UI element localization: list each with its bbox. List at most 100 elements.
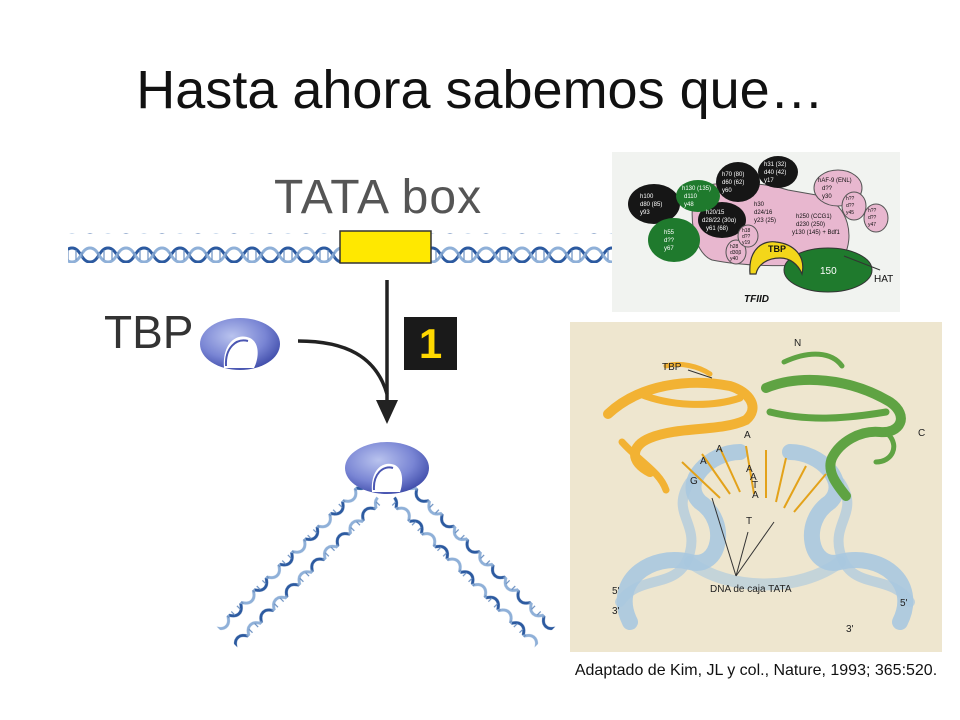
citation-text: Adaptado de Kim, JL y col., Nature, 1993…	[574, 662, 938, 679]
base-letter-1: A	[744, 430, 751, 441]
tfiid-tbp-saddle-icon	[749, 241, 804, 277]
base-letter-3: A	[700, 456, 707, 467]
base-letter-6: A	[750, 472, 757, 483]
small1-line-3: y40	[730, 256, 738, 262]
blob1-line-2: d80 (85)	[640, 202, 662, 208]
tfiid-title: TFIID	[744, 294, 769, 305]
svg-text:h18 d?? y19: h18 d?? y19	[742, 228, 752, 246]
taf-pink-blob-2	[841, 191, 867, 221]
label-150: 150	[820, 266, 837, 277]
tbp-bound-icon	[345, 442, 429, 494]
blob1-line-3: y93	[640, 210, 650, 216]
pink1-line-1: hAF-9 (ENL)	[818, 178, 852, 184]
step-number-badge: 1	[404, 317, 457, 370]
svg-text:h?? d?? y47: h?? d?? y47	[868, 208, 878, 228]
blob2-line-1: h70 (80)	[722, 172, 744, 178]
n-terminus-label: N	[794, 338, 801, 349]
green2-line-1: h55	[664, 230, 675, 236]
svg-text:h250 (CCG1) d230 (250): h250 (CCG1) d230 (250) y130 (145) + Bdf1	[792, 214, 841, 236]
slide-title: Hasta ahora sabemos que…	[136, 60, 824, 120]
green1-line-2: d110	[684, 194, 698, 200]
tata-box-highlight	[339, 230, 432, 264]
green1-line-3: y48	[684, 202, 694, 208]
structure-tbp-label: TBP	[662, 362, 682, 373]
pink3-line-3: y47	[868, 222, 876, 228]
prime-3-right: 3'	[846, 624, 854, 635]
dna-callout-lines	[711, 497, 775, 577]
dna-helix-bent-left	[216, 481, 383, 648]
prime-5-left: 5'	[612, 586, 620, 597]
base-letter-7: T	[752, 480, 758, 491]
small2-line-2: d??	[742, 234, 751, 240]
blob3-line-1: h31 (32)	[764, 162, 786, 168]
svg-text:h20/15 d28/22 (30α): h20/15 d28/22 (30α) y61 (68)	[702, 210, 738, 232]
prime-5-right: 5'	[900, 598, 908, 609]
base-letter-9: T	[746, 516, 752, 527]
taf150-green-blob	[783, 247, 873, 293]
hat-label: HAT	[874, 274, 893, 285]
pinkmain-line-3: y23 (25)	[754, 218, 776, 224]
small1-line-2: d30β	[730, 250, 741, 256]
prime-3-left: 3'	[612, 606, 620, 617]
taf-black-blob-3	[758, 156, 798, 188]
base-letter-8: A	[752, 490, 759, 501]
taf-black-blob-4	[698, 202, 746, 238]
tbp-protein-icon	[200, 318, 280, 370]
svg-text:h?? d?? y45: h?? d?? y45	[846, 196, 856, 216]
taf-black-blob-2	[716, 162, 760, 202]
svg-text:h28 d30β y40: h28 d30β y40	[730, 244, 743, 262]
base-letter-5: A	[746, 464, 753, 475]
blob2-line-2: d60 (62)	[722, 180, 744, 186]
blob4-line-1: h20/15	[706, 210, 725, 216]
base-pair-sticks	[681, 445, 827, 513]
green2-line-2: d??	[664, 238, 675, 244]
blob3-line-2: d40 (42)	[764, 170, 786, 176]
tata-box-label: TATA box	[274, 171, 483, 224]
taf-small-pink-1	[725, 239, 747, 265]
arrow-head-icon	[376, 400, 398, 424]
blob4-line-3: y61 (68)	[706, 226, 728, 232]
curved-arrow-line	[297, 339, 389, 395]
taf-green-blob-1	[676, 180, 720, 212]
taf-black-blob-1	[628, 184, 680, 224]
blob2-line-3: y60	[722, 188, 732, 194]
taf-small-pink-2	[737, 224, 759, 248]
hat-pointer-line	[843, 255, 881, 271]
pink3-line-1: h??	[868, 208, 877, 214]
pink1-line-2: d??	[822, 186, 833, 192]
pink2-line-3: y45	[846, 210, 854, 216]
small2-line-3: y19	[742, 240, 750, 246]
pink1-line-3: y30	[822, 194, 832, 200]
taf-pink-blob-3	[863, 203, 889, 233]
tfiid-tbp-label: TBP	[768, 244, 786, 254]
green2-line-3: y67	[664, 246, 674, 252]
blob1-line-1: h100	[640, 194, 654, 200]
tfiid-complex-figure: 150 TBP h100 d80 (85) y93 h70 (80) d60 (…	[612, 152, 900, 312]
c-terminus-label: C	[918, 428, 925, 439]
svg-text:h100 d80 (85) y93: h100 d80 (85) y93	[640, 194, 664, 216]
taf-green-blob-2	[648, 218, 700, 262]
blob4-line-2: d28/22 (30α)	[702, 218, 736, 224]
tbp-left-domain-ribbon	[603, 361, 758, 494]
svg-text:h70 (80) d60 (62): h70 (80) d60 (62) y60	[722, 172, 746, 194]
pink2-line-2: d??	[846, 203, 855, 209]
svg-text:h130 (135) d110 y4: h130 (135) d110 y48	[682, 186, 713, 208]
pinkmain2-line-2: d230 (250)	[796, 222, 825, 228]
svg-text:h31 (32) d40 (42): h31 (32) d40 (42) y17	[764, 162, 788, 184]
base-letter-4: G	[690, 476, 698, 487]
tbp-callout-line	[687, 369, 713, 379]
pink3-line-2: d??	[868, 215, 877, 221]
svg-text:h55 d?? y67: h55 d?? y67	[664, 230, 676, 252]
svg-text:h30 d24/16 y23 (25: h30 d24/16 y23 (25)	[754, 202, 776, 224]
tbp-dna-structure-figure: TBP N C A A A G A A T A T DNA de caja TA…	[570, 322, 942, 652]
dna-helix-bent-right	[389, 481, 556, 648]
pinkmain2-line-1: h250 (CCG1)	[796, 214, 832, 220]
dna-ribbon-icon	[615, 444, 915, 630]
tbp-right-domain-ribbon	[761, 351, 906, 501]
base-letter-2: A	[716, 444, 723, 455]
dna-caption: DNA de caja TATA	[710, 584, 792, 595]
pinkmain-line-2: d24/16	[754, 210, 773, 216]
small1-line-1: h28	[730, 244, 739, 250]
tbp-label: TBP	[104, 306, 194, 358]
